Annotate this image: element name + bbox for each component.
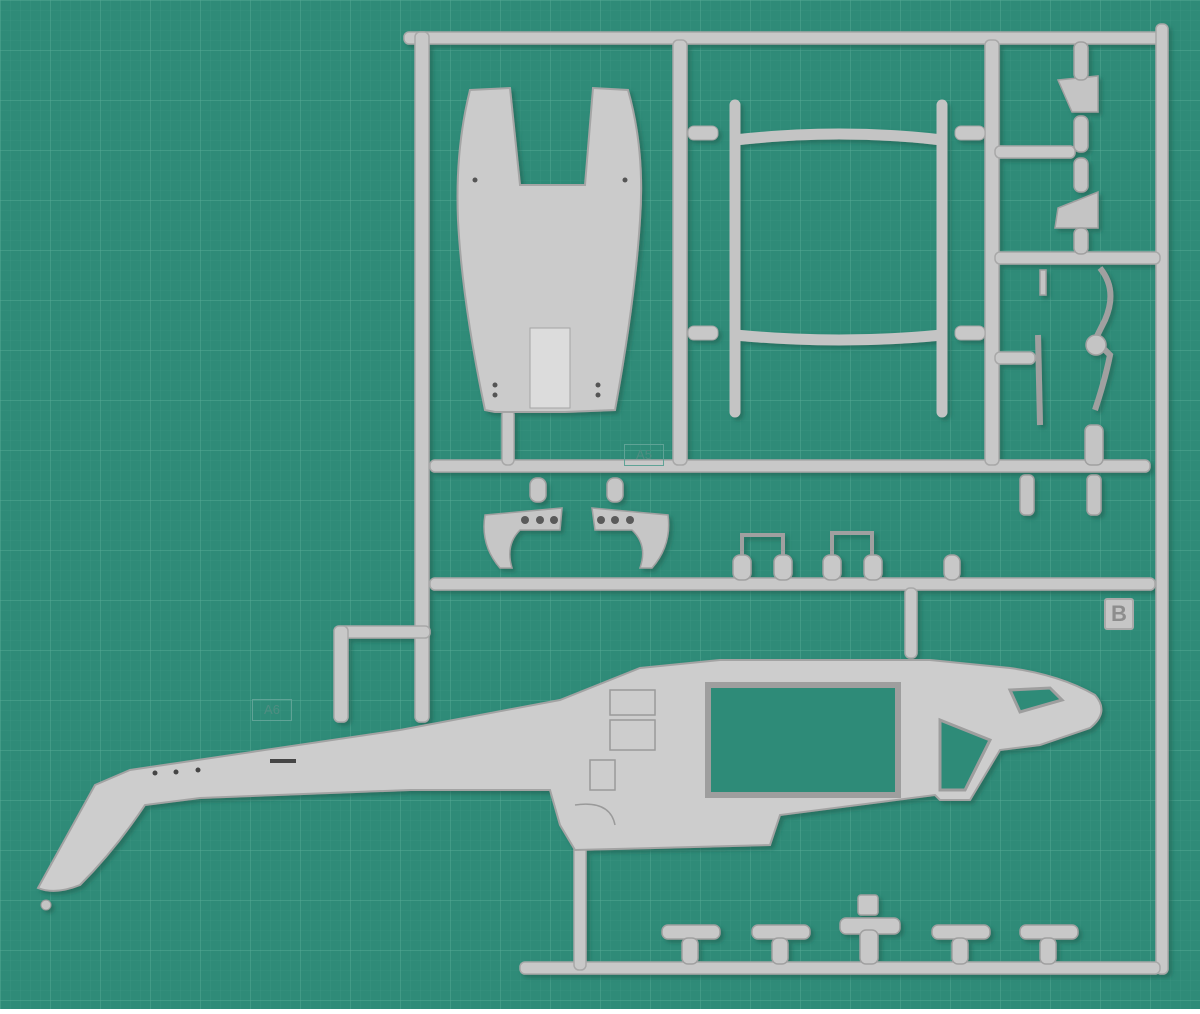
sprue-frame	[333, 23, 1169, 975]
small-parts-right	[1019, 41, 1114, 516]
mat-label-a6: A6	[252, 699, 292, 721]
mat-label-a5: A5	[624, 444, 664, 466]
floor-center-block	[529, 327, 571, 409]
cockpit-floor-part	[456, 86, 643, 413]
pin-parts	[732, 531, 961, 581]
sprue-assembly	[36, 23, 1169, 975]
pedal-parts	[661, 894, 1079, 965]
skid-assembly	[729, 99, 948, 418]
cockpit-window	[1007, 686, 1065, 714]
sprue-letter-tag: B	[1104, 598, 1134, 630]
cabin-window	[705, 682, 901, 798]
